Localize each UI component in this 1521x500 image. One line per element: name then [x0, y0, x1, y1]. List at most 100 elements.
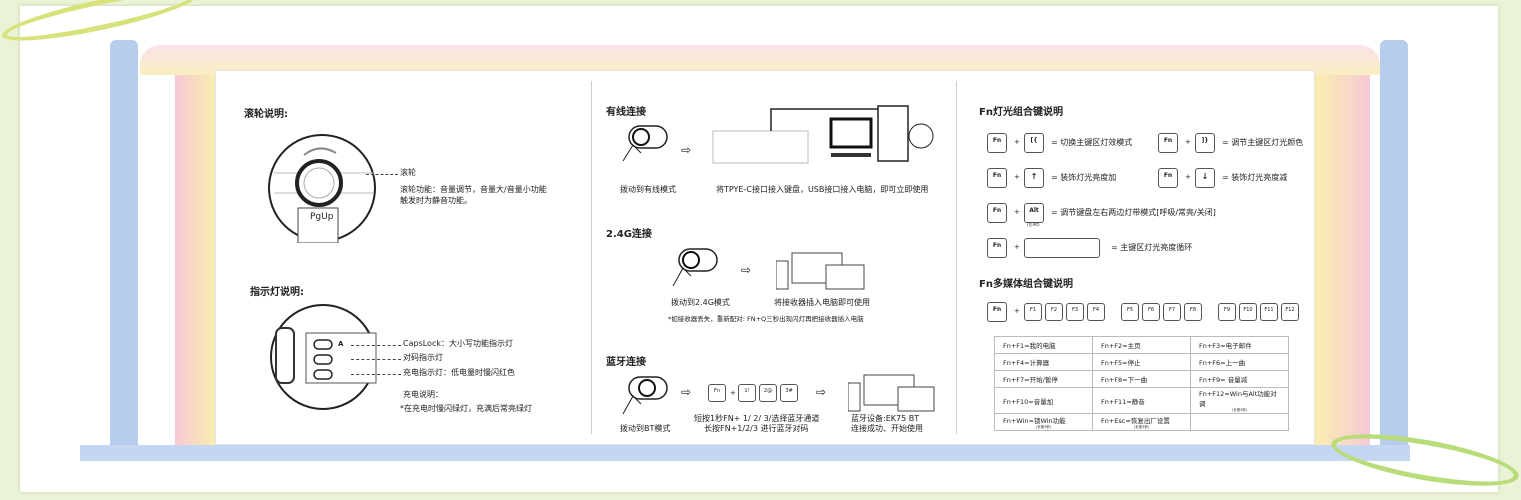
indicator-illustration [270, 304, 377, 410]
wired-step1: 拨动到有线模式 [620, 185, 676, 194]
cell-text: Fn+F11=静音 [1101, 397, 1145, 406]
cell-text: Fn+Esc=恢复出厂设置 [1101, 416, 1170, 425]
column-divider [591, 81, 592, 434]
bt-step2: 短按1秒FN+ 1/ 2/ 3/选择蓝牙通道 [694, 414, 820, 423]
fn-light-desc: = 装饰灯光亮度加 [1051, 173, 1117, 182]
cell-text: Fn+F8=下一曲 [1101, 376, 1148, 384]
plus-sign: + [1014, 138, 1020, 146]
computer-bluetooth-illustration [848, 374, 935, 412]
key-up-arrow: ↑ [1024, 168, 1044, 188]
cell-text: Fn+F5=停止 [1101, 359, 1141, 367]
scroll-desc: 触发时为静音功能。 [400, 196, 472, 205]
plus-sign: + [1014, 173, 1020, 181]
manual-card: 滚轮说明: PgUp 滚轮 滚轮功能：音量调节，音量大/音量小功能 触发时为静音… [215, 70, 1315, 445]
arrow-icon: ⇨ [681, 385, 692, 399]
key-f6: F6 [1142, 303, 1160, 321]
g24-step1: 拨动到2.4G模式 [671, 298, 730, 307]
leader-line [351, 345, 401, 346]
bt-step3: 连接成功、开始使用 [851, 424, 923, 433]
key-fn: Fn [708, 384, 726, 402]
table-cell: Fn+F9= 音量减 [1190, 370, 1289, 388]
table-row: Fn+Win=锁Win功能(长按3秒)Fn+Esc=恢复出厂设置(长按3秒) [994, 413, 1289, 431]
bt-step3: 蓝牙设备:EK75 BT [851, 414, 920, 423]
decor-blue-right [1380, 40, 1408, 460]
cell-text: Fn+F4=计算器 [1003, 359, 1050, 367]
column-divider [956, 81, 957, 434]
decor-blue-left [110, 40, 138, 460]
fn-media-table: Fn+F1=我的电脑 Fn+F2=主页 Fn+F3=电子邮件 Fn+F4=计算器 Fn+… [994, 336, 1289, 431]
cell-text: Fn+F7=开始/暂停 [1003, 376, 1058, 384]
key-f3: F3 [1066, 303, 1084, 321]
cell-text: Fn+F1=我的电脑 [1003, 342, 1056, 350]
table-cell: Fn+F4=计算器 [994, 353, 1093, 371]
scroll-label: 滚轮 [400, 168, 416, 177]
fn-media-title: Fn多媒体组合键说明 [979, 279, 1073, 290]
fn-light-desc: = 调节主键区灯光颜色 [1222, 138, 1304, 147]
table-cell: Fn+F11=静音 [1092, 387, 1191, 414]
plus-sign: + [1014, 307, 1020, 315]
key-fn: Fn [987, 133, 1007, 153]
key-bracket-left: [{ [1024, 133, 1044, 153]
table-cell [1190, 413, 1289, 431]
key-space [1024, 238, 1100, 258]
hold-note: (长按3秒) [1133, 424, 1150, 429]
key-f11: F11 [1260, 303, 1278, 321]
computer-receiver-illustration [776, 252, 865, 290]
table-cell: Fn+F2=主页 [1092, 336, 1191, 354]
table-cell: Fn+F3=电子邮件 [1190, 336, 1289, 354]
scroll-wheel-illustration [268, 134, 376, 243]
key-f12: F12 [1281, 303, 1299, 321]
fn-light-title: Fn灯光组合键说明 [979, 107, 1063, 118]
leader-line [351, 374, 401, 375]
g24-title: 2.4G连接 [606, 229, 652, 240]
key-1: 1! [738, 384, 756, 402]
fn-light-desc: = 切换主键区灯效模式 [1051, 138, 1133, 147]
fn-light-desc: = 调节键盘左右两边灯带模式[呼吸/常亮/关闭] [1051, 208, 1216, 217]
cell-text: Fn+F2=主页 [1101, 342, 1141, 350]
plus-sign: + [730, 389, 736, 397]
hold-note: (长按3秒) [1035, 424, 1052, 429]
plus-sign: + [1014, 208, 1020, 216]
mode-switch-icon [622, 125, 668, 162]
arrow-icon: ⇨ [741, 263, 752, 277]
keyboard-pc-illustration [712, 105, 934, 164]
key-f8: F8 [1184, 303, 1202, 321]
arrow-icon: ⇨ [681, 143, 692, 157]
wired-step2: 将TPYE-C接口接入键盘，USB接口接入电脑，即可立即使用 [716, 185, 929, 194]
g24-note: *如接收器丢失，重新配对: FN+Q三秒出现闪灯再把接收器插入电脑 [668, 315, 864, 323]
arrow-icon: ⇨ [816, 385, 827, 399]
bt-title: 蓝牙连接 [606, 357, 646, 368]
indicator-title: 指示灯说明: [250, 287, 304, 298]
table-cell: Fn+F1=我的电脑 [994, 336, 1093, 354]
cell-text: Fn+F12=Win与Alt功能对调 [1199, 390, 1277, 408]
capslock-label: CapsLock：大小写功能指示灯 [403, 339, 513, 348]
table-row: Fn+F7=开始/暂停 Fn+F8=下一曲 Fn+F9= 音量减 [994, 370, 1289, 388]
mode-switch-icon [672, 248, 718, 287]
table-cell: Fn+F5=停止 [1092, 353, 1191, 371]
cell-text: Fn+F6=上一曲 [1199, 359, 1246, 367]
plus-sign: + [1185, 138, 1191, 146]
key-3: 3# [780, 384, 798, 402]
decor-left-band [175, 75, 215, 445]
pairing-label: 对码指示灯 [403, 353, 443, 362]
cell-text: Fn+F9= 音量减 [1199, 376, 1248, 384]
key-bracket-right: ]} [1195, 133, 1215, 153]
hold-note: (长按3秒) [1231, 408, 1248, 412]
charging-label: 充电指示灯：低电量时慢闪红色 [403, 368, 515, 377]
key-f1: F1 [1024, 303, 1042, 321]
scroll-title: 滚轮说明: [244, 109, 288, 120]
fn-light-desc: = 主键区灯光亮度循环 [1111, 243, 1193, 252]
decor-bottom-band [80, 445, 1410, 461]
key-down-arrow: ↓ [1195, 168, 1215, 188]
key-f2: F2 [1045, 303, 1063, 321]
leader-line [366, 174, 398, 175]
key-f7: F7 [1163, 303, 1181, 321]
scroll-desc: 滚轮功能：音量调节，音量大/音量小功能 [400, 185, 547, 194]
key-f9: F9 [1218, 303, 1236, 321]
key-fn: Fn [987, 238, 1007, 258]
key-fn: Fn [987, 168, 1007, 188]
plus-sign: + [1014, 243, 1020, 251]
charging-desc: *在充电时慢闪绿灯，充满后常亮绿灯 [400, 404, 532, 413]
key-f5: F5 [1121, 303, 1139, 321]
fn-light-desc: = 装饰灯光亮度减 [1222, 173, 1288, 182]
